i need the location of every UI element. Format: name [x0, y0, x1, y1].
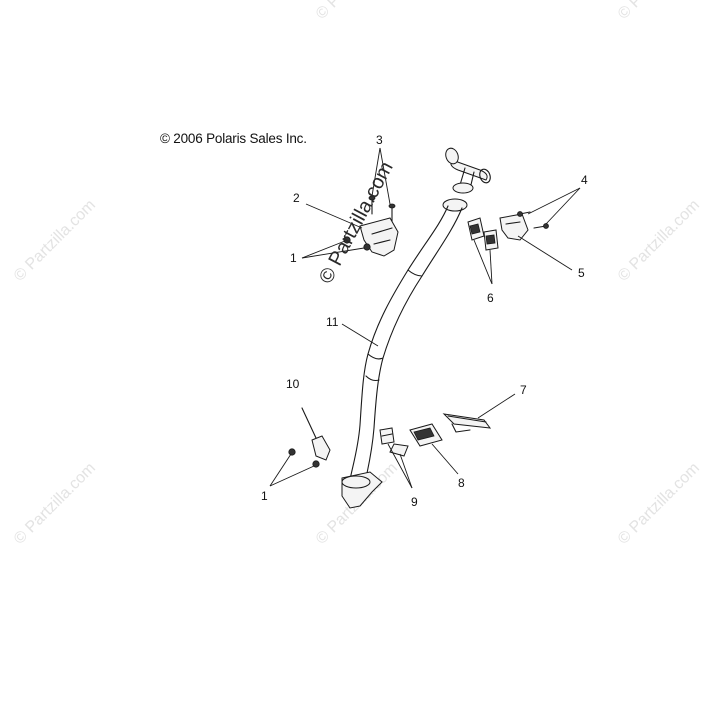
bolts-part-3 [368, 195, 396, 223]
callout-labels: 3 2 1 4 5 6 11 10 7 8 9 1 [261, 133, 588, 509]
screws-part-4 [517, 211, 549, 229]
nuts-part-1-top [343, 236, 371, 251]
callout-1-top: 1 [290, 251, 297, 265]
watermark-low-right: © Partzilla.com [615, 460, 703, 548]
switch-part-8 [409, 423, 443, 447]
watermark-mid-left: © Partzilla.com [11, 197, 99, 285]
steering-shaft [341, 147, 491, 509]
clips-part-6 [467, 217, 499, 251]
callout-6: 6 [487, 291, 494, 305]
nuts-part-1-bottom [288, 448, 320, 468]
bracket-part-10 [301, 407, 331, 461]
callout-11: 11 [326, 315, 339, 329]
callout-2: 2 [293, 191, 300, 205]
copyright-text: © 2006 Polaris Sales Inc. [160, 131, 307, 146]
clips-part-9 [379, 427, 409, 457]
plate-part-7 [442, 413, 492, 433]
bracket-part-5 [499, 213, 529, 241]
watermark-low-left: © Partzilla.com [11, 460, 99, 548]
callout-9: 9 [411, 495, 418, 509]
watermark-top-right: © Partzilla.com [615, 0, 703, 23]
leader-lines [269, 147, 581, 489]
callout-3: 3 [376, 133, 383, 147]
callout-4: 4 [581, 173, 588, 187]
watermark-mid-right: © Partzilla.com [615, 197, 703, 285]
callout-10: 10 [286, 377, 300, 391]
callout-7: 7 [520, 383, 527, 397]
callout-1-bottom: 1 [261, 489, 268, 503]
callout-8: 8 [458, 476, 465, 490]
watermark-top-center: © Partzilla.com [313, 0, 401, 23]
callout-5: 5 [578, 266, 585, 280]
watermarks: © Partzilla.com © Partzilla.com © Partzi… [11, 0, 703, 548]
